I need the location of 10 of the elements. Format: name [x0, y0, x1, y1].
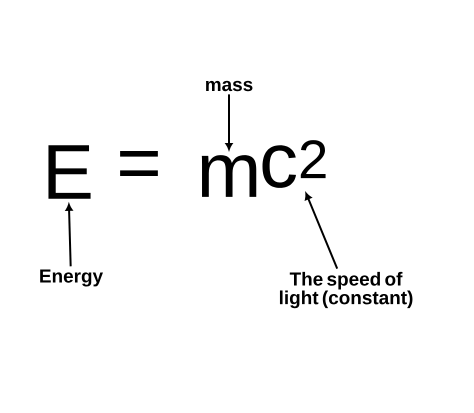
part-label: The speed of light (constant) [280, 272, 412, 308]
part-label: mass [206, 80, 252, 92]
formula-symbol: E [48, 145, 91, 199]
part-label: Energy [40, 270, 103, 287]
equals-sign: = [120, 150, 158, 176]
formula-symbol: m [202, 155, 256, 197]
arrow [225, 94, 233, 150]
arrow [66, 204, 73, 266]
formula-symbol: c$^{2}$ [262, 140, 326, 188]
arrow [304, 192, 338, 270]
